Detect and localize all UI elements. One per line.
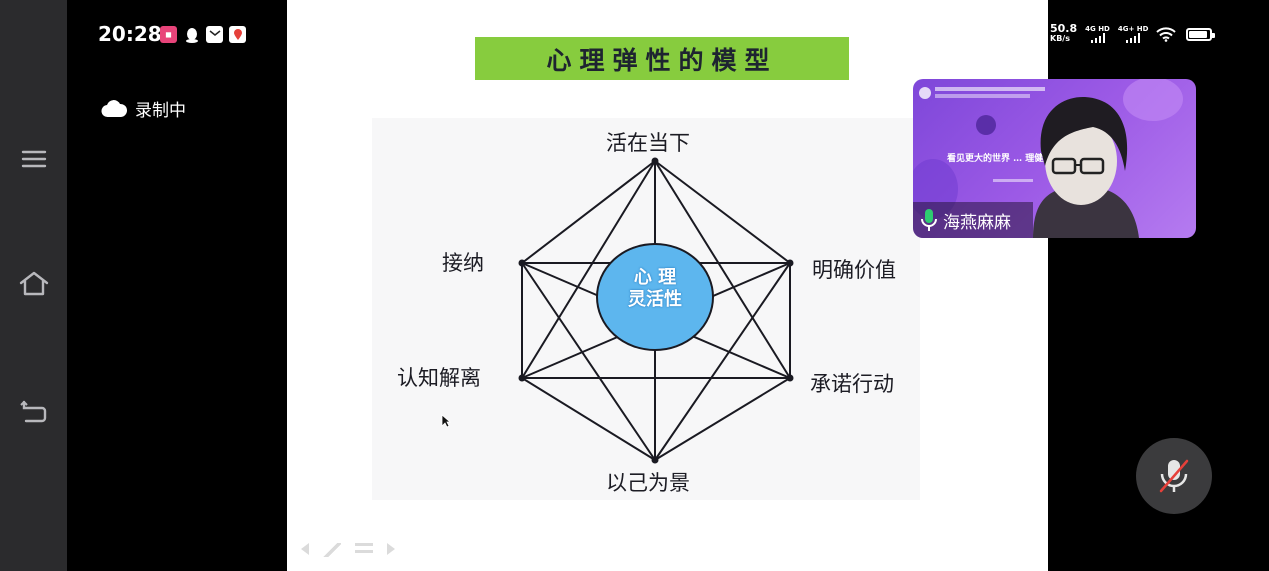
event-banner-graphic [913,79,1183,219]
system-nav-rail [0,0,67,571]
slide-toolbar [293,543,403,557]
hexaflex-diagram [518,157,794,464]
participant-name: 海燕麻麻 [943,212,1011,233]
node-lower-left: 认知解离 [397,366,481,390]
battery-icon [1186,27,1216,41]
menu-icon[interactable] [14,139,54,179]
mute-toggle-button[interactable] [1136,438,1212,514]
next-slide-icon[interactable] [387,543,403,555]
participant-image [1033,96,1139,238]
prev-slide-icon[interactable] [293,543,309,555]
participant-name-tag: 海燕麻麻 [913,202,1033,238]
map-pin-icon [229,26,246,43]
pen-icon[interactable] [323,543,341,557]
net-speed: 50.8 KB/s [1050,22,1078,43]
event-banner-text: 看见更大的世界 … 理健康 [947,154,1053,164]
mouse-cursor-icon [441,414,451,428]
qq-icon [183,26,200,43]
node-top: 活在当下 [606,131,690,155]
center-label: 心 理 灵活性 [597,267,713,311]
cloud-icon [101,99,127,117]
notification-icons: ◼ [160,26,246,43]
status-right: 50.8 KB/s 4G HD 4G+ HD [1050,22,1216,44]
status-time: 20:28 [98,22,162,46]
mic-muted-icon [1159,459,1189,493]
sim2-signal: 4G+ HD [1118,25,1148,43]
mail-icon [206,26,223,43]
participant-video-tile[interactable]: 看见更大的世界 … 理健康 海燕麻麻 [913,79,1196,238]
recording-label: 录制中 [135,101,186,121]
back-icon[interactable] [14,391,54,431]
center-label-line1: 心 理 [633,267,677,288]
sim1-signal: 4G HD [1085,25,1110,43]
node-lower-right: 承诺行动 [810,372,894,396]
slide-title: 心理弹性的模型 [475,37,849,80]
mic-icon [921,209,937,231]
node-upper-left: 接纳 [442,251,484,275]
center-label-line2: 灵活性 [628,289,682,310]
app-badge-icon: ◼ [160,26,177,43]
recording-indicator: 录制中 [101,96,186,121]
home-icon[interactable] [14,264,54,304]
wifi-icon [1156,26,1177,42]
node-bottom: 以己为景 [606,471,690,495]
slides-menu-icon[interactable] [355,543,373,553]
node-upper-right: 明确价值 [812,258,896,282]
center-circle [596,243,714,351]
